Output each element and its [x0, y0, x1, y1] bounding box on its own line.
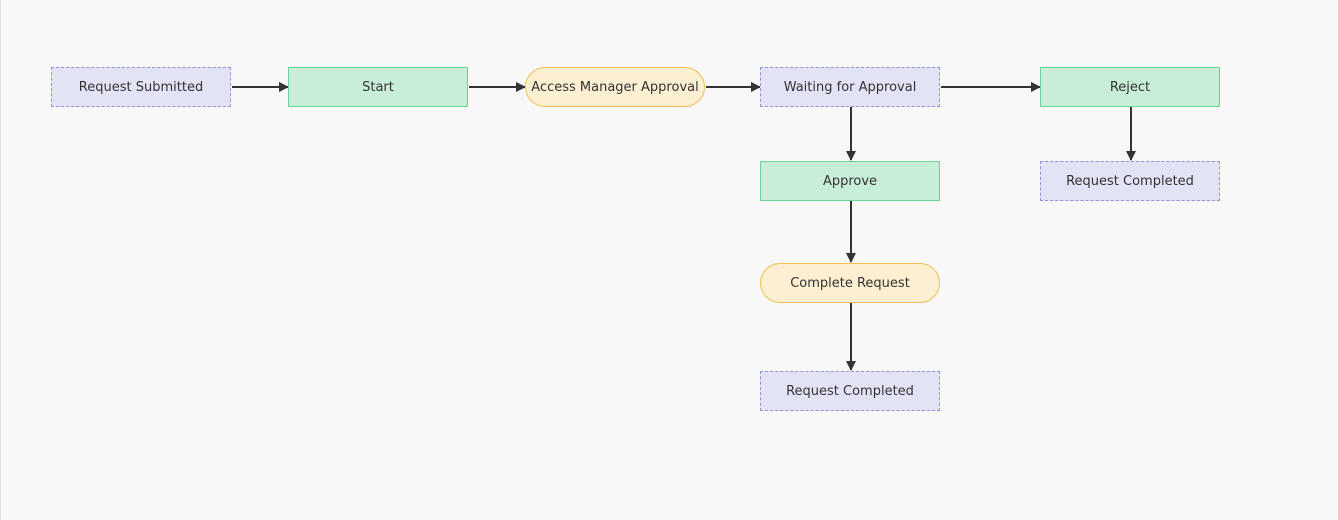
node-complete-request[interactable]: Complete Request: [760, 263, 940, 303]
node-approve[interactable]: Approve: [760, 161, 940, 201]
node-request-submitted[interactable]: Request Submitted: [51, 67, 231, 107]
node-access-manager-approval[interactable]: Access Manager Approval: [525, 67, 705, 107]
node-waiting-for-approval[interactable]: Waiting for Approval: [760, 67, 940, 107]
node-reject[interactable]: Reject: [1040, 67, 1220, 107]
node-request-completed-approve[interactable]: Request Completed: [760, 371, 940, 411]
node-request-completed-reject[interactable]: Request Completed: [1040, 161, 1220, 201]
node-start[interactable]: Start: [288, 67, 468, 107]
